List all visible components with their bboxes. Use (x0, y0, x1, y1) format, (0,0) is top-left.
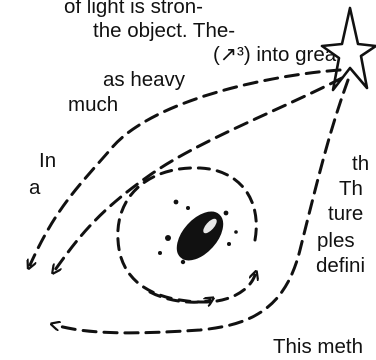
galaxy-ellipse (158, 200, 238, 268)
ray-right (55, 80, 348, 333)
star-icon (322, 8, 376, 90)
dashed-arrows (30, 70, 348, 333)
gravitational-lensing-figure (0, 0, 376, 348)
